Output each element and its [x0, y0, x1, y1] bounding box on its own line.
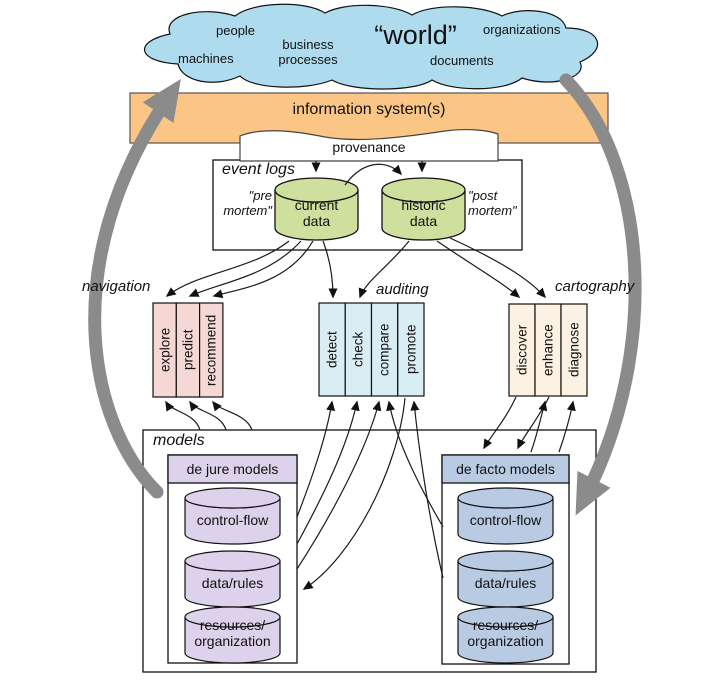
cartography-boxes	[508, 303, 588, 397]
activity-promote: promote	[403, 324, 419, 375]
world-label: “world”	[374, 20, 457, 50]
arrow-dejure-compare	[296, 400, 382, 570]
de-facto-header: de facto models	[456, 461, 555, 477]
event-logs-title: event logs	[222, 161, 295, 178]
activity-check: check	[350, 331, 366, 368]
arrow-dejure-check	[296, 400, 360, 545]
historic-data-cylinder	[381, 177, 466, 241]
auditing-label: auditing	[376, 281, 429, 298]
cloud-label-machines: machines	[178, 51, 234, 66]
arrow-log-enhance	[449, 237, 547, 299]
activity-detect: detect	[324, 331, 340, 368]
de-jure-resources-organization: resources/ organization	[194, 617, 271, 650]
provenance-label: provenance	[332, 139, 406, 155]
activity-explore: explore	[157, 327, 173, 373]
cartography-label: cartography	[555, 278, 635, 295]
auditing-boxes	[318, 302, 425, 397]
activity-compare: compare	[376, 323, 392, 376]
pre-mortem-label: "pre mortem"	[223, 188, 272, 218]
information-system-band	[129, 92, 609, 144]
arrow-defacto-promote	[410, 400, 444, 579]
arrow-models-predict	[189, 400, 227, 431]
de-facto-control-flow: control-flow	[469, 512, 542, 528]
de-jure-header: de jure models	[186, 461, 279, 477]
de-facto-data-rules: data/rules	[474, 575, 537, 591]
current-data-label: current data	[294, 197, 339, 230]
activity-predict: predict	[180, 329, 196, 371]
arrow-current-historic	[344, 163, 403, 186]
de-jure-models-box	[167, 454, 298, 664]
flow-arrows	[165, 161, 576, 590]
big-arrow-world-to-models	[559, 73, 642, 516]
de-jure-cylinders	[184, 487, 281, 664]
de-jure-data-rules: data/rules	[201, 575, 264, 591]
arrow-discover-defacto	[483, 396, 517, 450]
arrow-log-check	[358, 240, 410, 299]
activity-discover: discover	[514, 324, 530, 376]
big-arrow-models-to-world	[88, 78, 181, 499]
information-system-label: information system(s)	[292, 101, 446, 118]
arrow-models-recommend	[212, 400, 253, 431]
historic-data-label: historic data	[401, 197, 446, 230]
provenance-box	[239, 128, 499, 162]
arrow-defacto-diagnose	[558, 400, 576, 453]
arrow-defacto-enhance	[530, 400, 548, 453]
current-data-cylinder	[274, 177, 359, 241]
cloud-label-people: people	[216, 23, 256, 38]
activity-recommend: recommend	[203, 314, 219, 386]
arrow-dejure-detect	[296, 400, 336, 518]
arrow-log-predict	[188, 240, 302, 297]
de-jure-control-flow: control-flow	[196, 512, 269, 528]
arrow-log-recommend	[212, 240, 314, 299]
activity-diagnose: diagnose	[566, 322, 582, 378]
de-facto-resources-organization: resources/ organization	[467, 617, 544, 650]
cloud-label-organizations: organizations	[483, 22, 561, 37]
post-mortem-label: "post mortem"	[468, 188, 517, 218]
de-facto-cylinders	[457, 487, 554, 664]
arrow-models-explore	[165, 400, 201, 431]
big-cycle-arrows	[88, 73, 642, 516]
arrow-promote-dejure	[302, 397, 406, 590]
models-title: models	[153, 432, 205, 449]
activity-enhance: enhance	[540, 324, 556, 376]
navigation-boxes	[152, 302, 224, 398]
arrow-defacto-compare	[386, 400, 444, 528]
event-logs-box	[212, 159, 523, 251]
de-facto-models-box	[441, 454, 570, 665]
navigation-label: navigation	[82, 278, 151, 295]
cloud-label-documents: documents	[430, 53, 494, 68]
cloud-label-business-processes: business processes	[278, 37, 338, 67]
world-cloud	[144, 3, 599, 90]
arrow-log-detect	[322, 240, 338, 299]
arrow-log-explore	[165, 240, 290, 297]
arrow-log-discover	[436, 240, 521, 298]
